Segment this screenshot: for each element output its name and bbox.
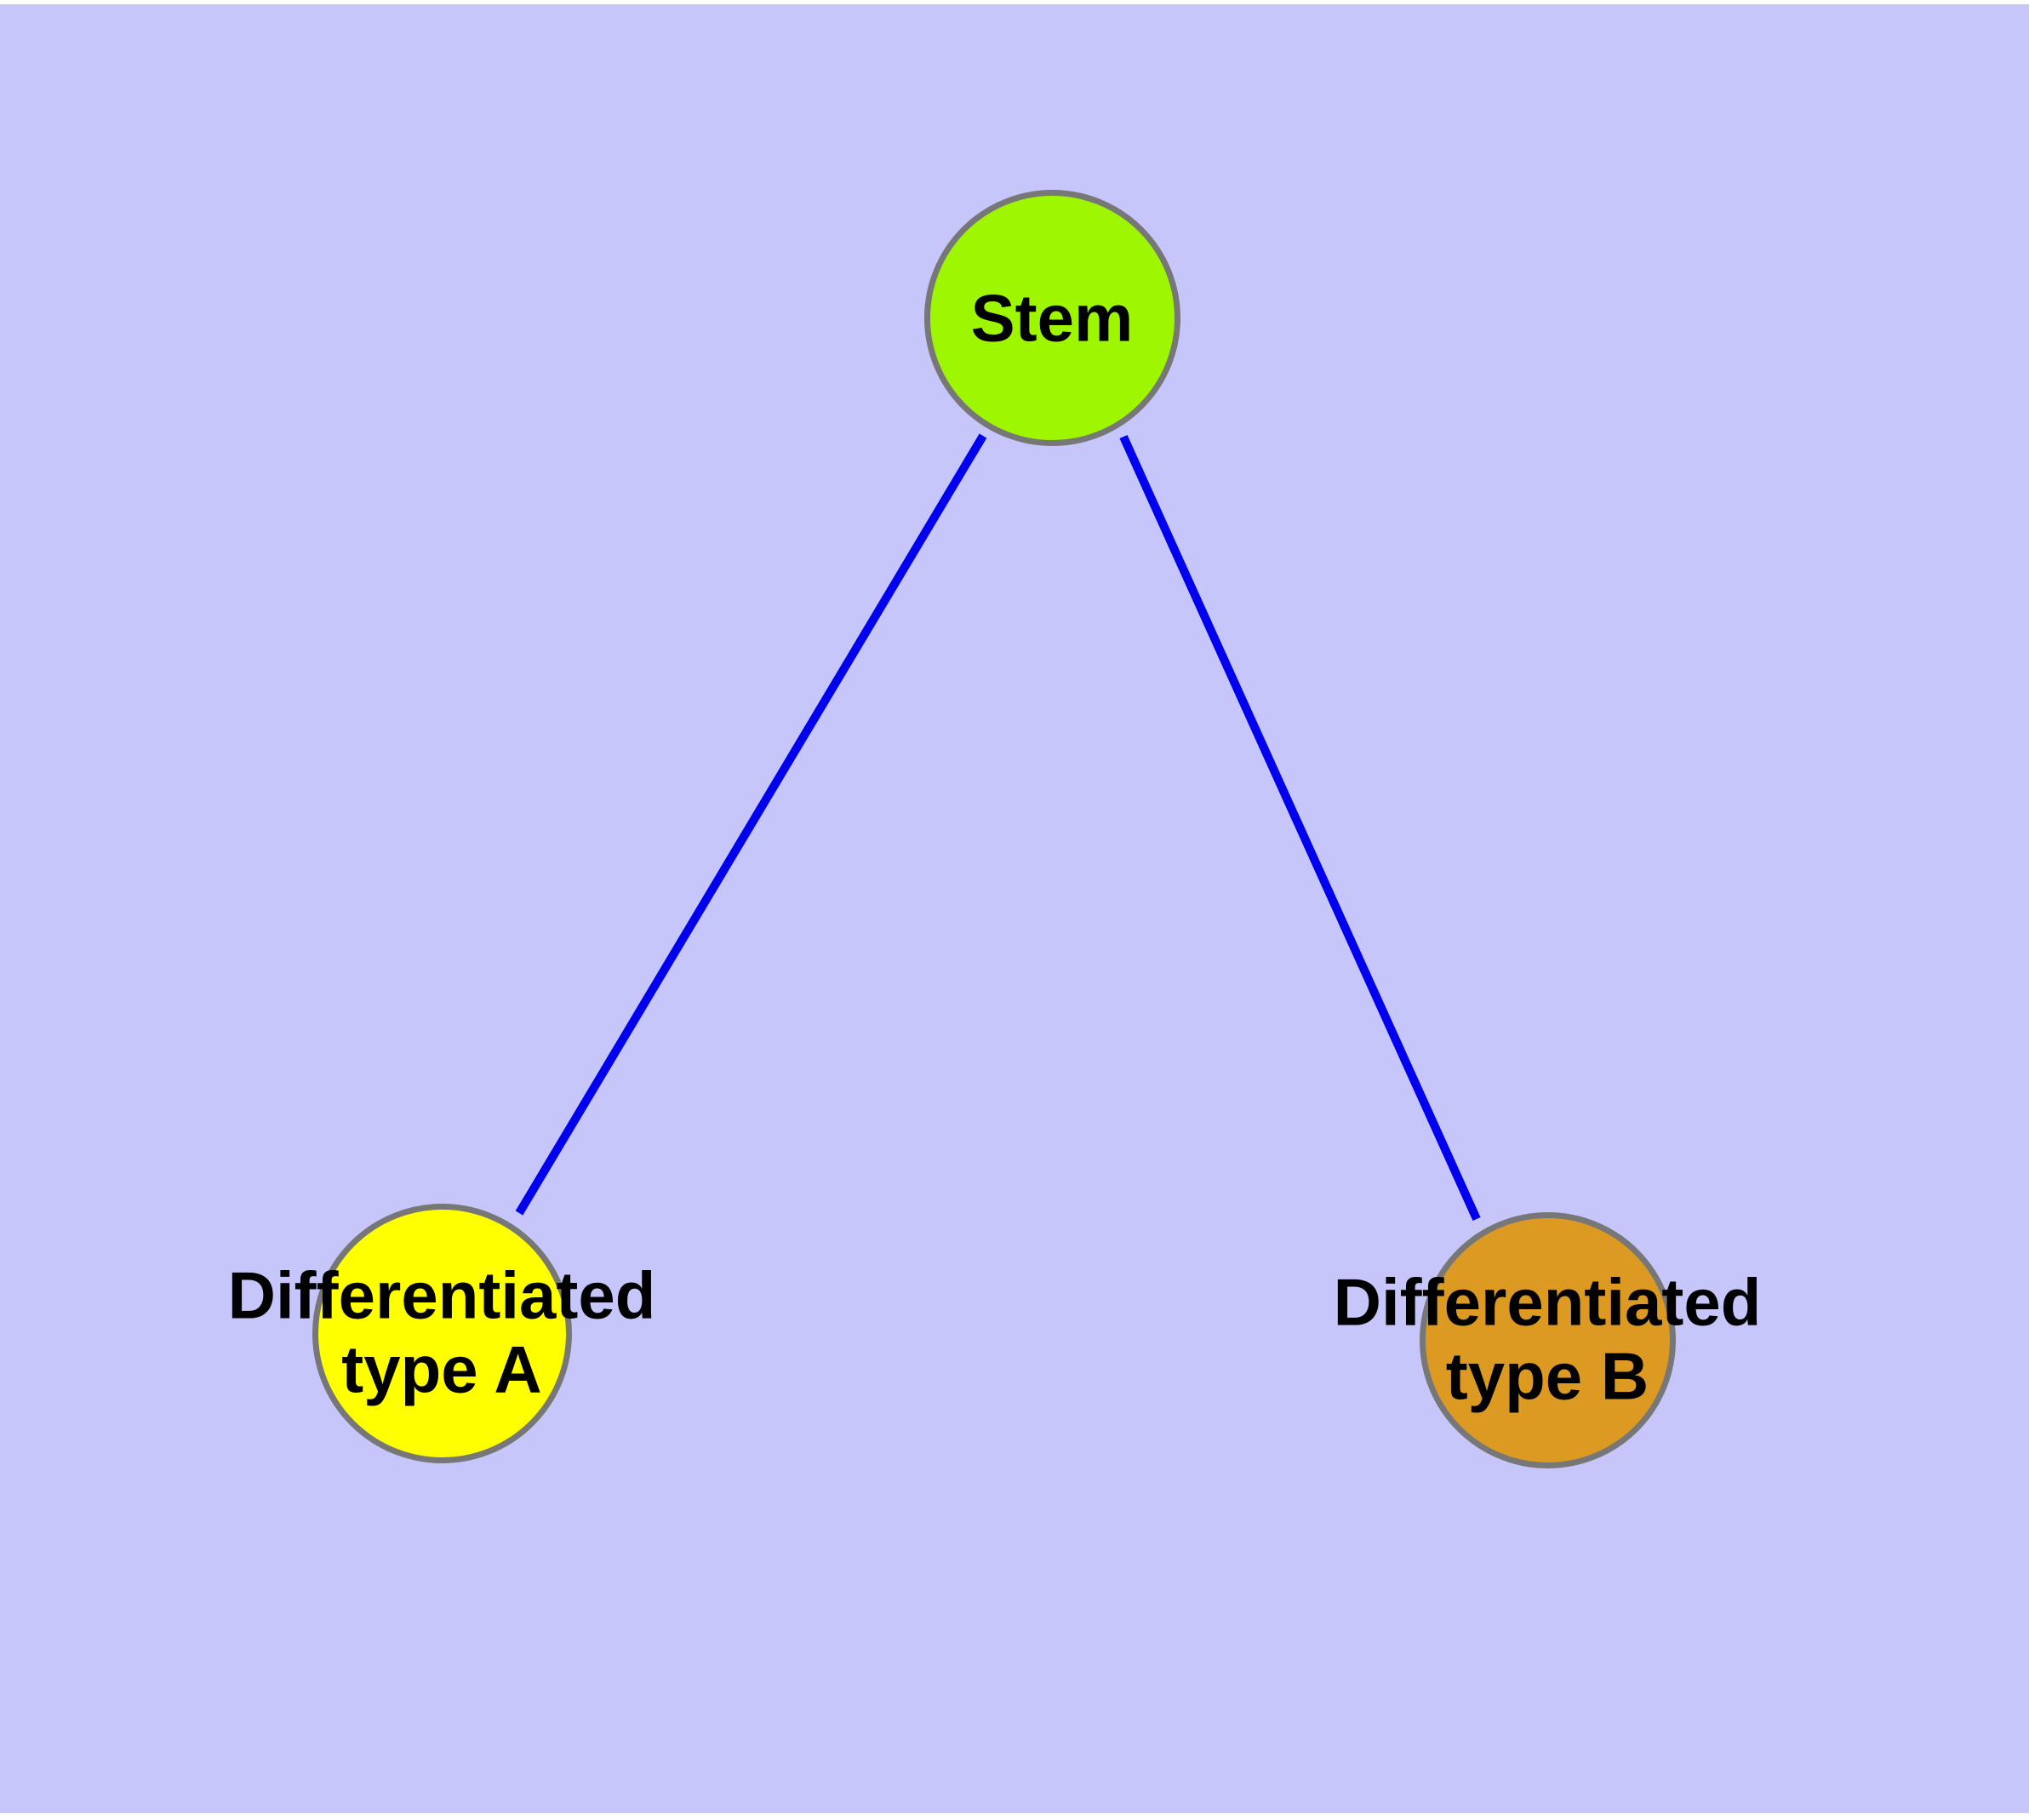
edge-stem-to-type-b [1119,434,1481,1222]
node-stem[interactable] [924,190,1180,446]
edge-stem-to-type-a [515,433,987,1216]
node-differentiated-type-a[interactable] [312,1204,572,1463]
node-differentiated-type-b[interactable] [1420,1212,1676,1468]
